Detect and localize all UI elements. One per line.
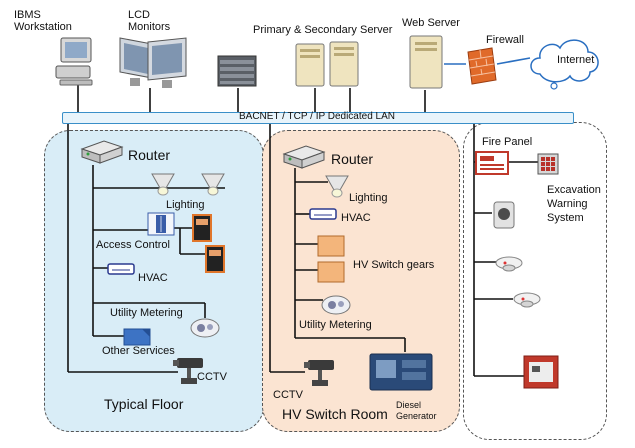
floor-utility-metering-label: Utility Metering bbox=[110, 307, 183, 319]
room-utility-metering-label: Utility Metering bbox=[299, 319, 372, 331]
lighting-fixtures-icon bbox=[151, 173, 225, 196]
internet-label: Internet bbox=[557, 54, 595, 66]
utility-meter-icon bbox=[190, 318, 220, 338]
fire-control-unit-icon bbox=[523, 355, 559, 389]
room-lighting-label: Lighting bbox=[349, 192, 388, 204]
other-services-icon bbox=[123, 328, 151, 346]
firewall-label: Firewall bbox=[486, 34, 524, 46]
primary-secondary-server-label: Primary & Secondary Server bbox=[253, 24, 393, 36]
server-pair-icon bbox=[295, 41, 359, 87]
excavation-warning-keypad-icon bbox=[537, 153, 559, 175]
bacnet-controller-icon bbox=[217, 55, 257, 87]
typical-floor-zone bbox=[44, 130, 264, 432]
web-server-label: Web Server bbox=[402, 17, 460, 29]
lcd-monitors-label: LCD Monitors bbox=[128, 9, 171, 33]
room-router-label: Router bbox=[331, 151, 374, 167]
hvac-unit-icon bbox=[309, 208, 337, 220]
hvac-unit-icon bbox=[107, 263, 135, 275]
access-control-panel-icon bbox=[147, 212, 175, 236]
smoke-detector-icon bbox=[495, 256, 523, 272]
fire-alarm-bell-icon bbox=[493, 201, 515, 229]
hv-switch-gear-icon bbox=[317, 235, 345, 283]
workstation-icon bbox=[55, 37, 93, 86]
card-reader-icon bbox=[192, 214, 212, 242]
floor-other-services-label: Other Services bbox=[102, 345, 175, 357]
heat-detector-icon bbox=[513, 292, 541, 308]
router-icon bbox=[282, 145, 326, 169]
access-control-label: Access Control bbox=[96, 239, 170, 251]
lighting-fixture-icon bbox=[325, 175, 349, 198]
cctv-camera-icon bbox=[173, 358, 203, 384]
room-cctv-label: CCTV bbox=[273, 389, 303, 401]
utility-meter-icon bbox=[321, 295, 351, 315]
card-reader-icon bbox=[205, 245, 225, 273]
lan-label: BACNET / TCP / IP Dedicated LAN bbox=[239, 111, 395, 122]
lan-bar bbox=[62, 112, 574, 124]
typical-floor-title: Typical Floor bbox=[104, 396, 184, 412]
floor-cctv-label: CCTV bbox=[197, 371, 227, 383]
internet-cloud-icon bbox=[530, 39, 599, 90]
lcd-monitors-icon bbox=[119, 37, 187, 88]
cctv-camera-icon bbox=[304, 360, 334, 386]
floor-router-label: Router bbox=[128, 147, 171, 163]
fire-panel-icon bbox=[475, 151, 509, 175]
firewall-icon bbox=[467, 47, 497, 85]
ibms-workstation-label: IBMS Workstation bbox=[14, 9, 72, 33]
room-diesel-generator-label: Diesel Generator bbox=[396, 400, 437, 421]
floor-lighting-label: Lighting bbox=[166, 199, 205, 211]
excavation-warning-system-label: Excavation Warning System bbox=[547, 184, 601, 224]
hv-switch-room-title: HV Switch Room bbox=[282, 406, 388, 422]
room-hv-switch-gears-label: HV Switch gears bbox=[353, 259, 435, 271]
router-icon bbox=[80, 140, 124, 164]
room-hvac-label: HVAC bbox=[341, 212, 371, 224]
floor-hvac-label: HVAC bbox=[138, 272, 168, 284]
diesel-generator-icon bbox=[369, 353, 433, 391]
web-server-icon bbox=[409, 35, 443, 89]
fire-panel-label: Fire Panel bbox=[482, 136, 533, 148]
